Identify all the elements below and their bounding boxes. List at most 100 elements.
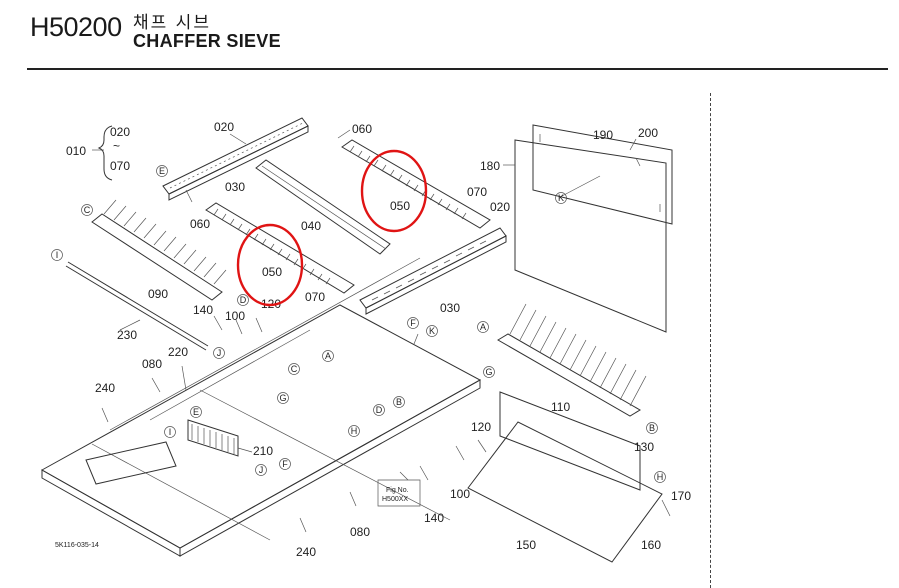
ref-marker: E: [156, 165, 168, 177]
title-korean: 채프 시브: [133, 13, 211, 33]
range-tilde: ~: [113, 139, 120, 153]
part-050-lower-strip: [205, 202, 355, 294]
svg-text:H: H: [351, 426, 358, 436]
ref-marker: H: [654, 471, 666, 483]
svg-text:G: G: [279, 393, 286, 403]
ref-marker: J: [213, 347, 225, 359]
label-070: 070: [305, 290, 325, 304]
label-200: 200: [638, 126, 658, 140]
label-060-left: 060: [190, 217, 210, 231]
svg-text:F: F: [282, 459, 288, 469]
label-220: 220: [168, 345, 188, 359]
ref-marker: F: [279, 458, 291, 470]
ref-marker: G: [483, 366, 495, 378]
part-130-plate: [499, 391, 641, 491]
label-060: 060: [352, 122, 372, 136]
ref-marker: C: [288, 363, 300, 375]
ref-marker: E: [190, 406, 202, 418]
label-020-right: 020: [490, 200, 510, 214]
svg-text:B: B: [649, 423, 655, 433]
ref-marker: D: [237, 294, 249, 306]
part-110-right-comb: [497, 303, 647, 417]
label-080-bottom: 080: [350, 525, 370, 539]
label-050-lower: 050: [262, 265, 282, 279]
ref-marker: G: [277, 392, 289, 404]
label-010: 010: [66, 144, 86, 158]
svg-text:A: A: [480, 322, 486, 332]
drawing-code: 5K116-035-14: [55, 542, 99, 549]
label-090: 090: [148, 287, 168, 301]
label-070-right: 070: [467, 185, 487, 199]
svg-text:E: E: [159, 166, 165, 176]
part-180-panel: [514, 139, 667, 333]
label-080-top: 080: [142, 357, 162, 371]
highlight-circle-050-upper: [360, 149, 428, 233]
svg-text:H: H: [657, 472, 664, 482]
ref-marker: A: [322, 350, 334, 362]
label-030-lower: 030: [440, 301, 460, 315]
page-margin-dashed-line: [710, 93, 711, 588]
range-bracket: [97, 125, 113, 181]
svg-text:I: I: [56, 250, 59, 260]
label-110: 110: [551, 400, 570, 414]
label-180: 180: [480, 159, 500, 173]
label-030: 030: [225, 180, 245, 194]
svg-text:K: K: [429, 326, 435, 336]
header-rule: [27, 68, 888, 70]
part-030-lower-rail: [359, 227, 507, 315]
bolts: [101, 157, 671, 533]
svg-text:E: E: [193, 407, 199, 417]
svg-text:A: A: [325, 351, 331, 361]
ref-marker: F: [407, 317, 419, 329]
part-230-rod: [65, 261, 209, 351]
part-090-left-comb: [91, 199, 227, 301]
label-100-top: 100: [225, 309, 245, 323]
label-230: 230: [117, 328, 137, 342]
ref-marker: H: [348, 425, 360, 437]
main-frame: [40, 257, 482, 557]
ref-marker: D: [373, 404, 385, 416]
label-020: 020: [214, 120, 234, 134]
label-150: 150: [516, 538, 536, 552]
svg-text:J: J: [259, 465, 264, 475]
part-number-labels: 010 020 ~ 070 020 060 030 040 050 060 05…: [66, 120, 691, 559]
ref-marker-k-panel: K: [555, 192, 567, 204]
label-040: 040: [301, 219, 321, 233]
svg-text:G: G: [485, 367, 492, 377]
reference-markers: E C I D F K A C G A B G D B H E I J F J …: [51, 165, 666, 483]
svg-text:K: K: [558, 193, 564, 203]
fig-note-line1: Fig No.: [386, 487, 409, 494]
ref-marker: K: [426, 325, 438, 337]
svg-text:J: J: [217, 348, 222, 358]
svg-text:F: F: [410, 318, 416, 328]
svg-text:C: C: [291, 364, 298, 374]
part-150-sheet: [467, 421, 663, 563]
ref-marker: I: [164, 426, 176, 438]
label-130: 130: [634, 440, 654, 454]
label-020-range-start: 020: [110, 125, 130, 139]
part-190-strip: [532, 124, 673, 225]
label-050-upper: 050: [390, 199, 410, 213]
svg-text:B: B: [396, 397, 402, 407]
part-210-grate: [85, 419, 239, 485]
svg-text:I: I: [169, 427, 172, 437]
label-170: 170: [671, 489, 691, 503]
label-140-bottom: 140: [424, 511, 444, 525]
title-english: CHAFFER SIEVE: [133, 31, 281, 51]
ref-marker: B: [393, 396, 405, 408]
svg-text:D: D: [376, 405, 383, 415]
ref-marker: J: [255, 464, 267, 476]
label-190: 190: [593, 128, 613, 142]
ref-marker: A: [477, 321, 489, 333]
section-code: H50200: [30, 12, 122, 42]
highlight-circle-050-lower: [236, 223, 304, 307]
ref-marker: C: [81, 204, 93, 216]
label-140-top: 140: [193, 303, 213, 317]
part-040-center-bar: [255, 159, 391, 255]
label-240-bottom: 240: [296, 545, 316, 559]
label-210: 210: [253, 444, 273, 458]
label-070-range-end: 070: [110, 159, 130, 173]
part-050-upper-strip: [341, 139, 491, 229]
label-120: 120: [471, 420, 491, 434]
